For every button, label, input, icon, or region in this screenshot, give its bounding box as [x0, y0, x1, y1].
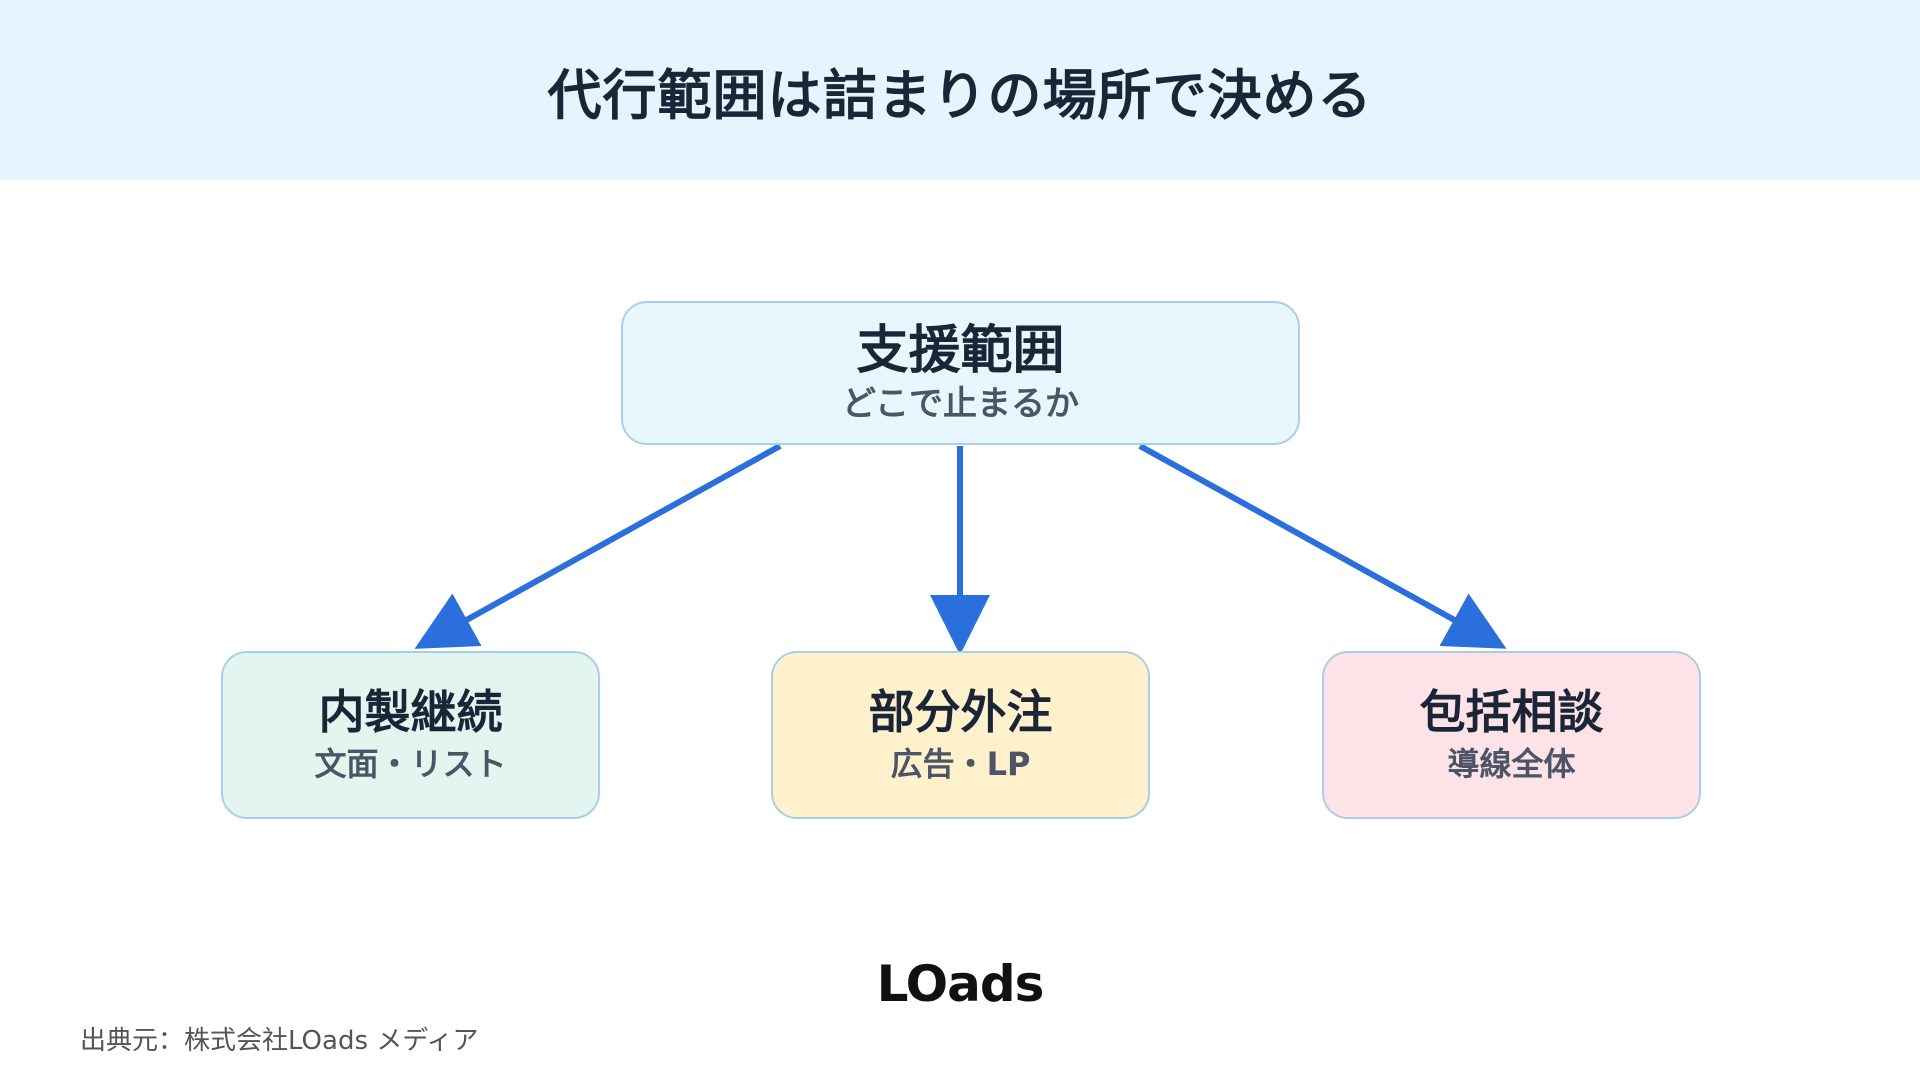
- child-node-comprehensive: 包括相談 導線全体: [1322, 651, 1701, 819]
- child-node-partial-outsourcing: 部分外注 広告・LP: [771, 651, 1150, 819]
- header-band: 代行範囲は詰まりの場所で決める: [0, 0, 1920, 180]
- root-node: 支援範囲 どこで止まるか: [621, 301, 1300, 445]
- page-title: 代行範囲は詰まりの場所で決める: [547, 63, 1373, 127]
- source-credit: 出典元：株式会社LOads メディア: [80, 1026, 479, 1056]
- arrow-to-child-0: [414, 443, 782, 649]
- child-node-subtitle: 広告・LP: [890, 745, 1031, 784]
- child-node-subtitle: 導線全体: [1447, 745, 1576, 784]
- arrow-to-child-2: [1138, 443, 1507, 649]
- child-node-title: 部分外注: [868, 685, 1053, 740]
- root-node-subtitle: どこで止まるか: [842, 383, 1079, 424]
- root-node-title: 支援範囲: [856, 320, 1065, 381]
- child-node-title: 内製継続: [318, 685, 503, 740]
- brand-logo: LOads: [876, 955, 1045, 1013]
- child-node-title: 包括相談: [1419, 685, 1604, 740]
- child-node-subtitle: 文面・リスト: [314, 745, 507, 784]
- child-node-in-house: 内製継続 文面・リスト: [221, 651, 600, 819]
